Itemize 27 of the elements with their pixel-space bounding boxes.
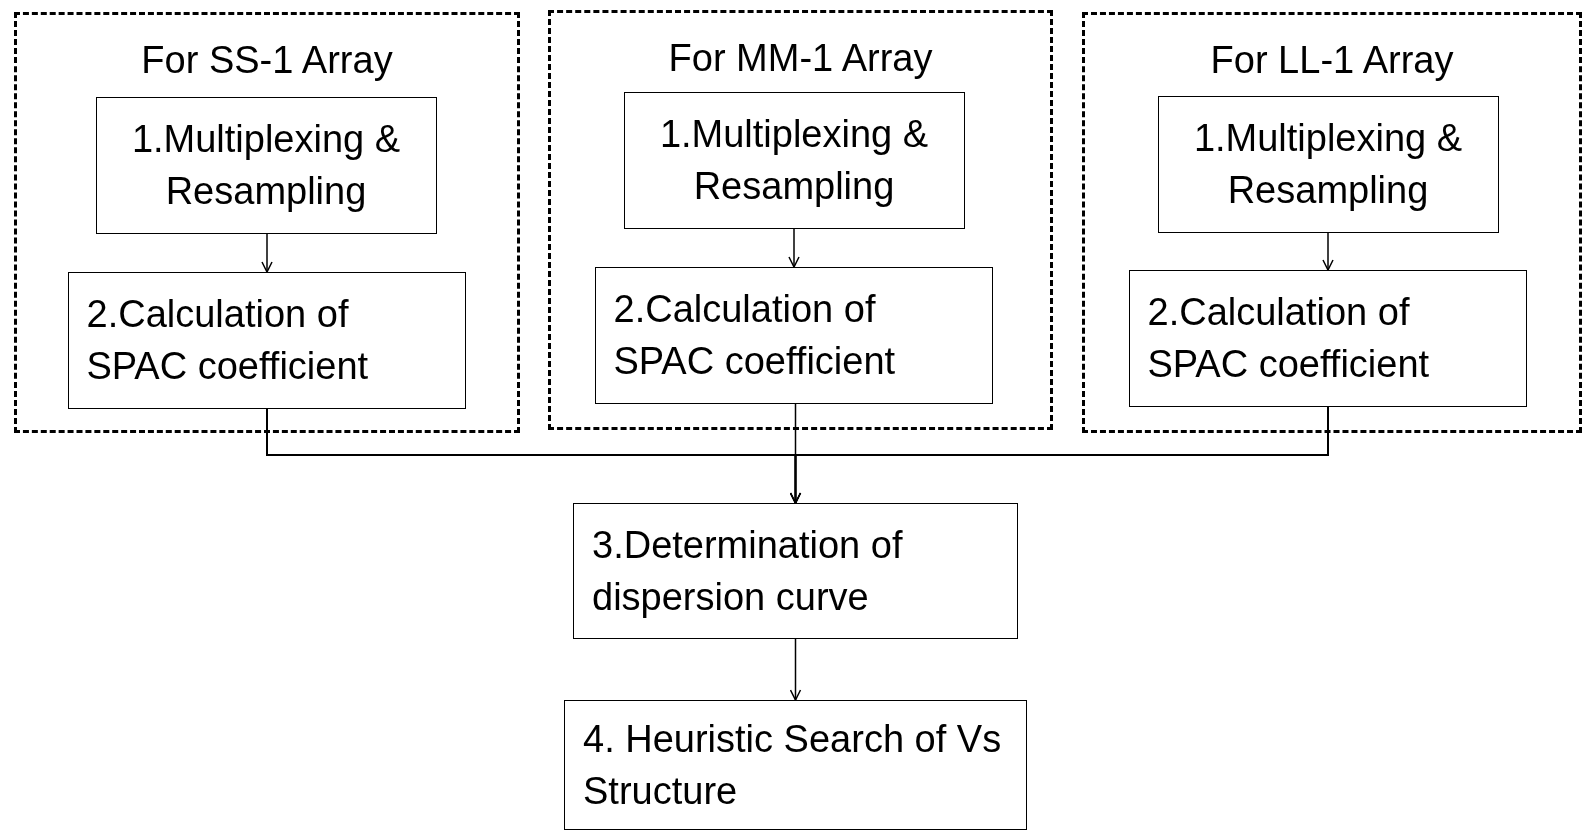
dashed-group-frame [1082,12,1582,433]
step-label: 2.Calculation of SPAC coefficient [613,287,897,384]
dashed-group-frame [548,10,1053,430]
dashed-group-frame [14,12,520,433]
step-label: 1.Multiplexing & Resampling [658,112,930,209]
group-title: For LL-1 Array [1209,38,1455,83]
process-box [564,700,1027,830]
step-label: 2.Calculation of SPAC coefficient [86,292,370,389]
step-label: 1.Multiplexing & Resampling [130,117,402,214]
process-box [623,91,965,229]
process-box [95,96,437,234]
step-label: 4. Heuristic Search of Vs Structure [583,717,1003,814]
arrow [789,638,802,701]
step-label: 1.Multiplexing & Resampling [1192,116,1464,213]
process-box [1157,95,1499,233]
arrow [261,233,273,273]
process-box [594,266,993,404]
process-box [573,503,1018,639]
step-label: 3.Determination of dispersion curve [592,523,904,620]
group-title: For MM-1 Array [667,36,934,81]
process-box [67,271,466,409]
step-label: 2.Calculation of SPAC coefficient [1147,290,1431,387]
group-title: For SS-1 Array [140,38,394,83]
process-box [1128,269,1527,407]
arrow [788,228,800,268]
arrow [789,406,1329,504]
arrow [1322,232,1334,271]
